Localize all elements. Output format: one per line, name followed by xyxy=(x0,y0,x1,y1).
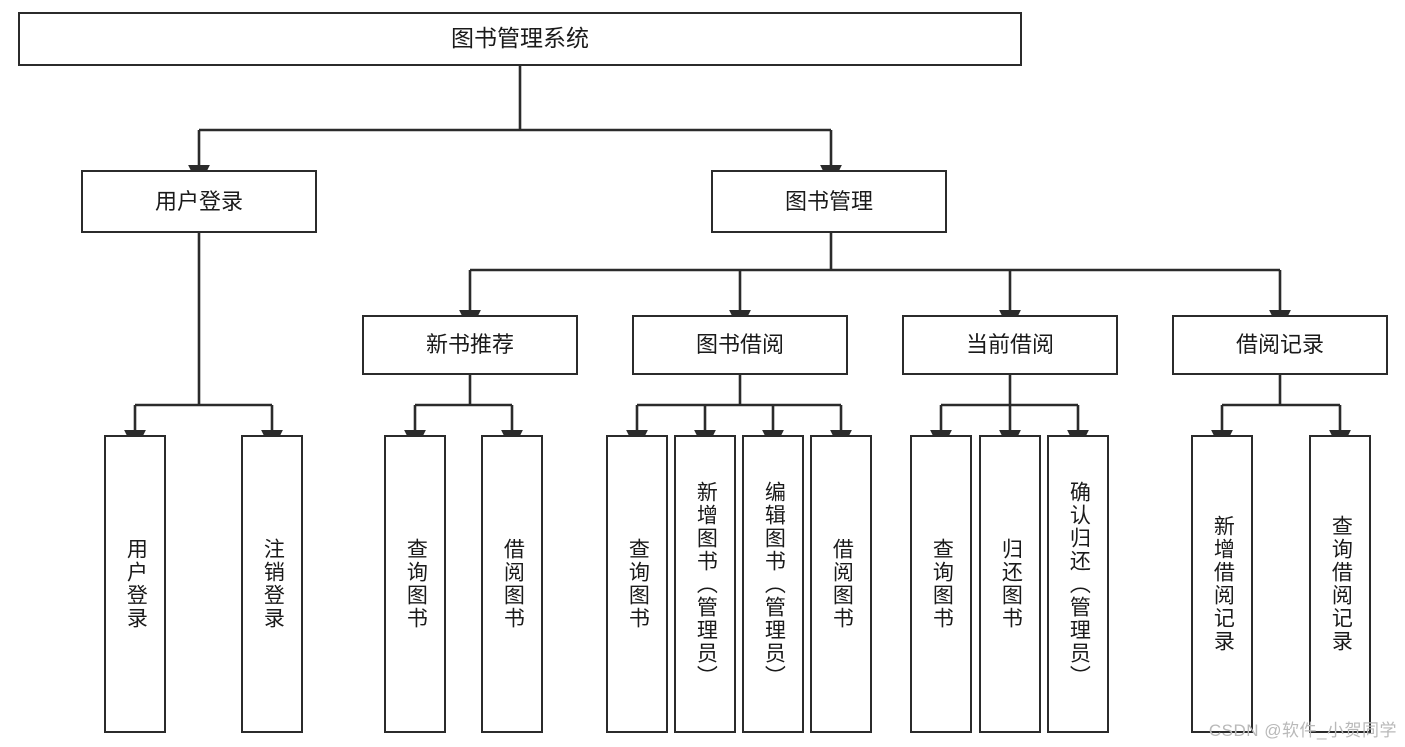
node-book-borrow[interactable]: 图书借阅 xyxy=(632,315,848,375)
node-leaf-confirm-return-label: 确认归还（管理员） xyxy=(1067,480,1091,688)
node-current-borrow[interactable]: 当前借阅 xyxy=(902,315,1118,375)
csdn-watermark: CSDN @软件_小贺同学 xyxy=(1208,721,1397,740)
node-leaf-logout-login-label: 注销登录 xyxy=(261,538,285,630)
node-user-login[interactable]: 用户登录 xyxy=(81,170,317,233)
node-leaf-return-book-label: 归还图书 xyxy=(999,538,1023,630)
node-current-borrow-label: 当前借阅 xyxy=(965,332,1054,358)
node-leaf-borrow-book-2-label: 借阅图书 xyxy=(830,538,854,630)
node-leaf-return-book[interactable]: 归还图书 xyxy=(979,435,1041,733)
node-leaf-query-record[interactable]: 查询借阅记录 xyxy=(1309,435,1371,733)
node-leaf-query-book-3[interactable]: 查询图书 xyxy=(910,435,972,733)
node-new-book-recommend-label: 新书推荐 xyxy=(425,332,514,358)
node-leaf-borrow-book-2[interactable]: 借阅图书 xyxy=(810,435,872,733)
node-leaf-query-book-2-label: 查询图书 xyxy=(626,538,650,630)
node-root[interactable]: 图书管理系统 xyxy=(18,12,1022,66)
node-leaf-edit-book[interactable]: 编辑图书（管理员） xyxy=(742,435,804,733)
node-leaf-query-book-2[interactable]: 查询图书 xyxy=(606,435,668,733)
node-leaf-borrow-book-1-label: 借阅图书 xyxy=(501,538,525,630)
node-book-borrow-label: 图书借阅 xyxy=(695,332,784,358)
node-leaf-query-record-label: 查询借阅记录 xyxy=(1329,515,1353,653)
node-leaf-query-book-3-label: 查询图书 xyxy=(930,538,954,630)
node-leaf-add-record[interactable]: 新增借阅记录 xyxy=(1191,435,1253,733)
node-borrow-record-label: 借阅记录 xyxy=(1235,332,1324,358)
node-leaf-add-book[interactable]: 新增图书（管理员） xyxy=(674,435,736,733)
node-new-book-recommend[interactable]: 新书推荐 xyxy=(362,315,578,375)
node-leaf-user-login[interactable]: 用户登录 xyxy=(104,435,166,733)
node-leaf-add-record-label: 新增借阅记录 xyxy=(1211,515,1235,653)
node-book-manage-label: 图书管理 xyxy=(784,188,873,214)
node-user-login-label: 用户登录 xyxy=(154,188,243,214)
node-root-label: 图书管理系统 xyxy=(451,25,589,52)
node-leaf-add-book-label: 新增图书（管理员） xyxy=(694,480,718,688)
node-book-manage[interactable]: 图书管理 xyxy=(711,170,947,233)
node-leaf-borrow-book-1[interactable]: 借阅图书 xyxy=(481,435,543,733)
node-leaf-edit-book-label: 编辑图书（管理员） xyxy=(762,480,786,688)
node-leaf-query-book-1[interactable]: 查询图书 xyxy=(384,435,446,733)
node-leaf-query-book-1-label: 查询图书 xyxy=(404,538,428,630)
node-leaf-logout-login[interactable]: 注销登录 xyxy=(241,435,303,733)
node-borrow-record[interactable]: 借阅记录 xyxy=(1172,315,1388,375)
node-leaf-user-login-label: 用户登录 xyxy=(124,538,148,630)
node-leaf-confirm-return[interactable]: 确认归还（管理员） xyxy=(1047,435,1109,733)
